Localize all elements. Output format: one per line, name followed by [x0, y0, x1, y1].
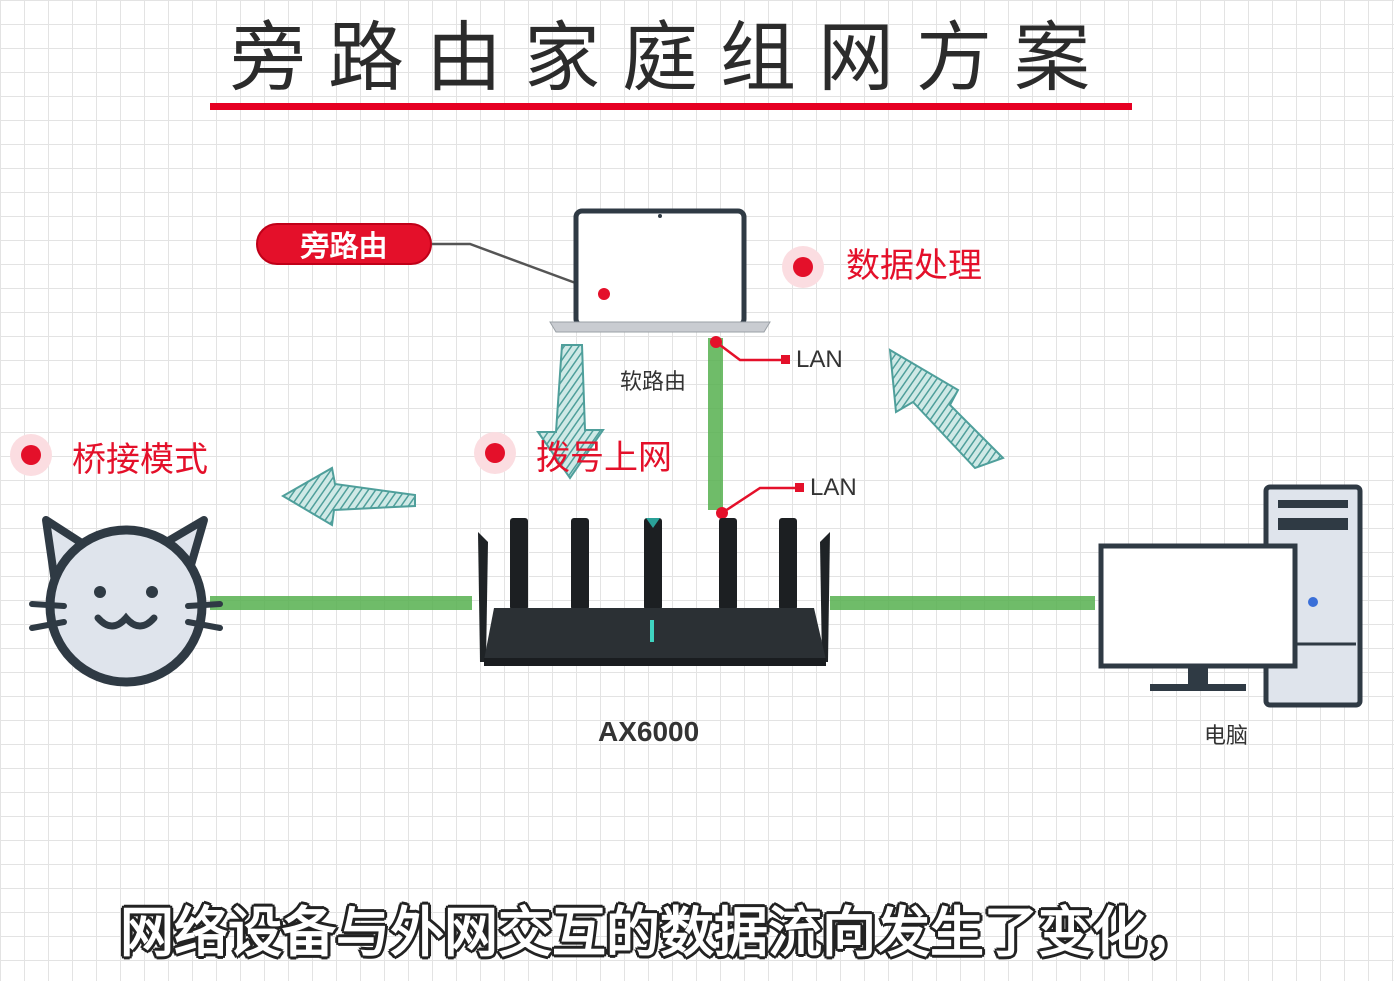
router-icon	[478, 518, 830, 666]
bridge-mode-label: 桥接模式	[72, 440, 208, 480]
arrow-left-icon	[281, 466, 416, 527]
lan-top-connector	[715, 341, 784, 362]
pill-connector	[432, 242, 601, 294]
lan-bottom-square	[795, 483, 804, 492]
cat-modem-icon	[29, 516, 223, 687]
arrow-up-icon	[888, 348, 1005, 470]
link-cat-router	[210, 596, 472, 610]
soft-router-label: 软路由	[620, 370, 687, 395]
laptop-icon	[549, 208, 771, 333]
data-processing-label: 数据处理	[846, 246, 982, 286]
main-router-label: AX6000	[598, 716, 700, 747]
link-router-pc	[830, 596, 1095, 610]
dial-up-label: 拨号上网	[536, 438, 672, 478]
subtitle-caption: 网络设备与外网交互的数据流向发生了变化，	[120, 901, 1200, 964]
link-router-softrouter	[708, 338, 723, 510]
page-title: 旁路由家庭组网方案	[230, 13, 1112, 102]
data-processing-dot	[782, 246, 824, 288]
lan-bottom-label: LAN	[810, 474, 857, 501]
arrow-down-icon	[536, 344, 605, 480]
dial-up-dot	[474, 432, 516, 474]
side-router-tag: 旁路由	[256, 223, 432, 265]
computer-label: 电脑	[1204, 724, 1249, 749]
lan-top-square	[781, 355, 790, 364]
lan-bottom-connector	[721, 486, 798, 515]
title-underline	[210, 103, 1132, 110]
desktop-computer-icon	[1098, 484, 1363, 708]
lan-top-label: LAN	[796, 346, 843, 373]
bridge-mode-dot	[10, 434, 52, 476]
